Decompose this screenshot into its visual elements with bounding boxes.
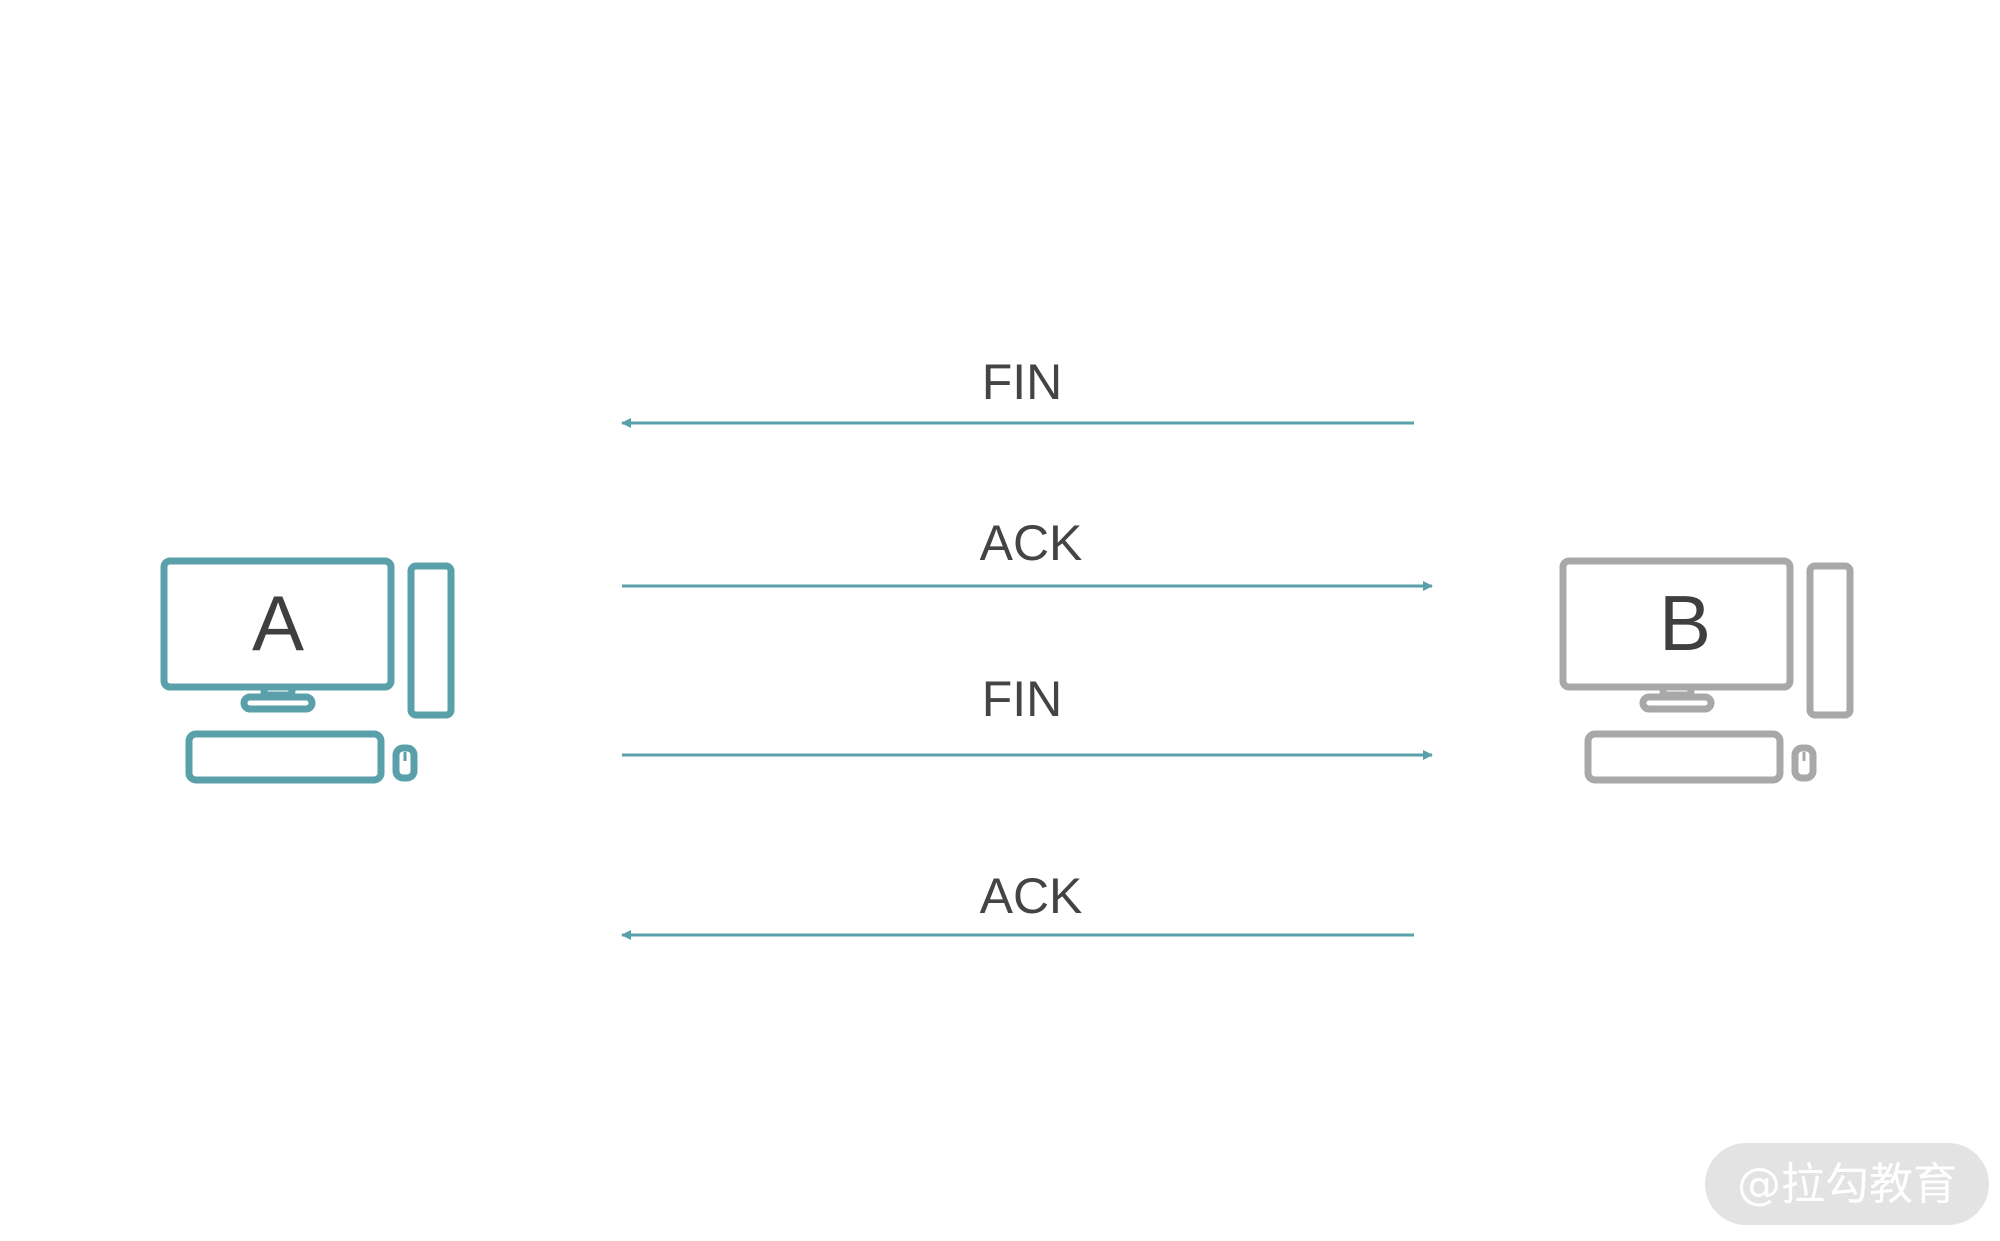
watermark: @拉勾教育 xyxy=(1705,1143,1989,1225)
computer-a-icon xyxy=(160,557,455,784)
message-label: ACK xyxy=(980,515,1083,571)
host-b-label: B xyxy=(1659,579,1711,667)
message-label: ACK xyxy=(980,868,1083,924)
message-label: FIN xyxy=(982,354,1063,410)
watermark-text: @拉勾教育 xyxy=(1737,1159,1957,1210)
message-label: FIN xyxy=(982,671,1063,727)
watermark-badge xyxy=(1705,1143,1989,1225)
host-a-label: A xyxy=(252,579,304,667)
computer-b-icon xyxy=(1559,557,1854,784)
